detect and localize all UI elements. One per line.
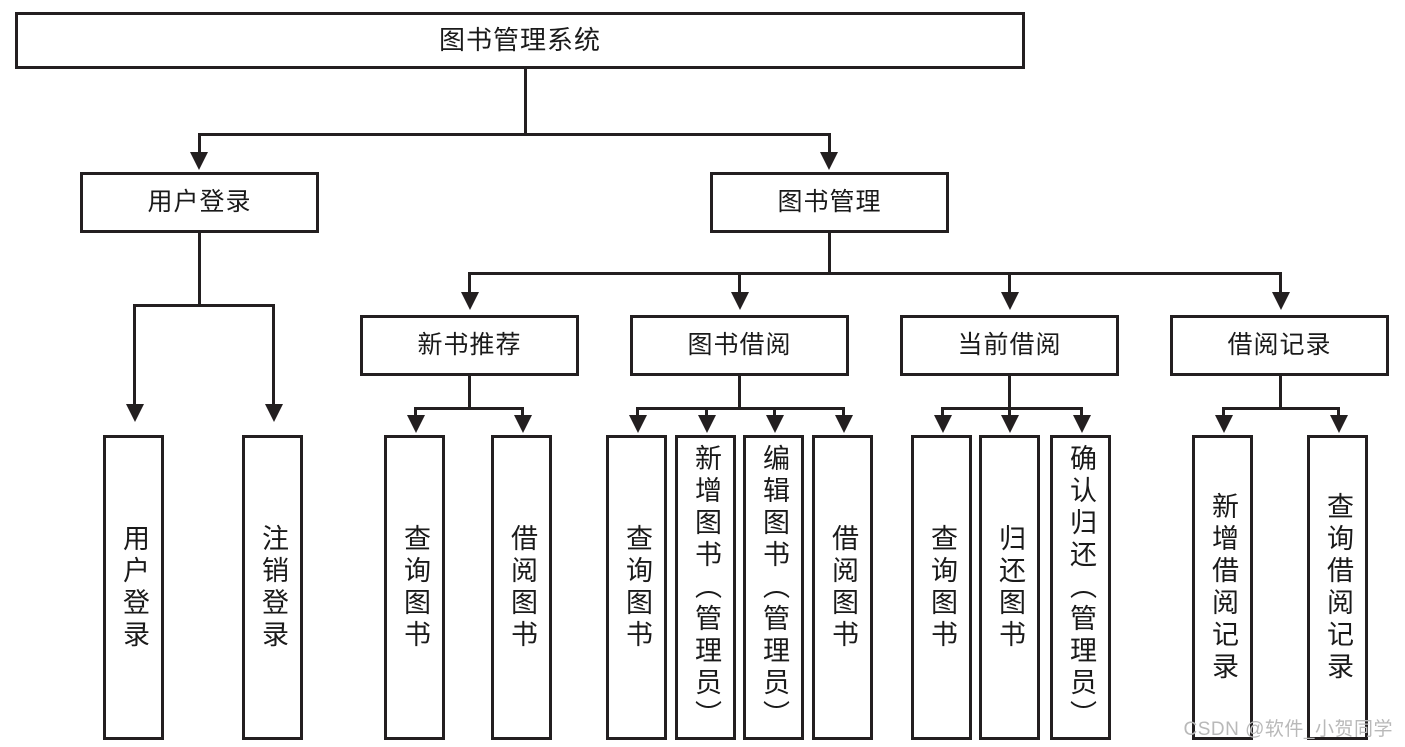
- node-label: 注销登录: [258, 523, 288, 652]
- node-root-system[interactable]: 图书管理系统: [15, 12, 1025, 69]
- arrow-to-leaf-query-record: [1330, 415, 1348, 433]
- connector-book-drop-1: [468, 272, 471, 297]
- connector-borrow-bus: [636, 407, 845, 410]
- leaf-query-book-newbook[interactable]: 查询图书: [384, 435, 445, 740]
- leaf-add-book-admin[interactable]: 新增图书（管理员）: [675, 435, 736, 740]
- arrow-to-leaf-borrow-book-1: [514, 415, 532, 433]
- node-label: 图书管理系统: [438, 24, 601, 55]
- connector-borrow-drop-1: [636, 407, 639, 419]
- connector-record-drop-2: [1337, 407, 1340, 419]
- leaf-add-borrow-record[interactable]: 新增借阅记录: [1192, 435, 1253, 740]
- connector-root-stem: [524, 69, 527, 135]
- connector-current-drop-2: [1008, 407, 1011, 419]
- leaf-logout[interactable]: 注销登录: [242, 435, 303, 740]
- connector-current-bus: [941, 407, 1083, 410]
- node-book-borrow[interactable]: 图书借阅: [630, 315, 849, 376]
- node-label: 编辑图书（管理员）: [759, 444, 789, 732]
- node-label: 借阅记录: [1227, 331, 1332, 360]
- arrow-to-leaf-return-book: [1001, 415, 1019, 433]
- arrow-to-leaf-query-book-3: [934, 415, 952, 433]
- node-label: 查询图书: [622, 523, 652, 652]
- leaf-user-login[interactable]: 用户登录: [103, 435, 164, 740]
- connector-borrow-drop-3: [773, 407, 776, 419]
- node-user-login[interactable]: 用户登录: [80, 172, 319, 233]
- arrow-to-new-book: [461, 292, 479, 310]
- node-label: 借阅图书: [507, 523, 537, 652]
- leaf-query-book-current[interactable]: 查询图书: [911, 435, 972, 740]
- connector-user-drop-1: [133, 304, 136, 408]
- node-current-borrow[interactable]: 当前借阅: [900, 315, 1119, 376]
- connector-newbook-drop-1: [414, 407, 417, 419]
- connector-current-drop-1: [941, 407, 944, 419]
- node-label: 查询借阅记录: [1323, 491, 1353, 684]
- node-label: 用户登录: [147, 188, 252, 217]
- arrow-to-current-borrow: [1001, 292, 1019, 310]
- connector-newbook-drop-2: [521, 407, 524, 419]
- node-book-management[interactable]: 图书管理: [710, 172, 949, 233]
- leaf-query-book-borrow[interactable]: 查询图书: [606, 435, 667, 740]
- arrow-to-leaf-borrow-book-2: [835, 415, 853, 433]
- node-label: 当前借阅: [957, 331, 1062, 360]
- connector-record-stem: [1279, 376, 1282, 409]
- connector-book-stem: [828, 233, 831, 275]
- connector-user-bus: [133, 304, 275, 307]
- connector-root-drop-2: [828, 133, 831, 157]
- connector-borrow-drop-2: [705, 407, 708, 419]
- connector-newbook-stem: [468, 376, 471, 409]
- node-label: 用户登录: [119, 523, 149, 652]
- connector-root-bus: [198, 133, 830, 136]
- arrow-to-leaf-query-book-2: [629, 415, 647, 433]
- arrow-to-leaf-user-login: [126, 404, 144, 422]
- arrow-to-borrow-record: [1272, 292, 1290, 310]
- connector-record-drop-1: [1222, 407, 1225, 419]
- connector-book-drop-3: [1008, 272, 1011, 297]
- arrow-to-user-login: [190, 152, 208, 170]
- connector-newbook-bus: [414, 407, 524, 410]
- leaf-borrow-book-borrow[interactable]: 借阅图书: [812, 435, 873, 740]
- leaf-confirm-return-admin[interactable]: 确认归还（管理员）: [1050, 435, 1111, 740]
- connector-borrow-stem: [738, 376, 741, 409]
- arrow-to-leaf-query-book-1: [407, 415, 425, 433]
- connector-current-stem: [1008, 376, 1011, 409]
- node-label: 确认归还（管理员）: [1066, 444, 1096, 732]
- node-label: 图书借阅: [687, 331, 792, 360]
- leaf-edit-book-admin[interactable]: 编辑图书（管理员）: [743, 435, 804, 740]
- node-label: 新增图书（管理员）: [691, 444, 721, 732]
- node-new-book-recommend[interactable]: 新书推荐: [360, 315, 579, 376]
- arrow-to-book-borrow: [731, 292, 749, 310]
- arrow-to-leaf-logout: [265, 404, 283, 422]
- connector-borrow-drop-4: [842, 407, 845, 419]
- connector-book-drop-2: [738, 272, 741, 297]
- node-label: 归还图书: [995, 523, 1025, 652]
- node-borrow-record[interactable]: 借阅记录: [1170, 315, 1389, 376]
- node-label: 借阅图书: [828, 523, 858, 652]
- leaf-query-borrow-record[interactable]: 查询借阅记录: [1307, 435, 1368, 740]
- arrow-to-leaf-add-book: [698, 415, 716, 433]
- arrow-to-book-manage: [820, 152, 838, 170]
- arrow-to-leaf-edit-book: [766, 415, 784, 433]
- node-label: 新书推荐: [417, 331, 522, 360]
- connector-book-drop-4: [1279, 272, 1282, 297]
- arrow-to-leaf-confirm-return: [1073, 415, 1091, 433]
- node-label: 新增借阅记录: [1208, 491, 1238, 684]
- connector-record-bus: [1222, 407, 1340, 410]
- node-label: 图书管理: [777, 188, 882, 217]
- connector-user-drop-2: [272, 304, 275, 408]
- connector-user-stem: [198, 233, 201, 306]
- connector-book-bus: [468, 272, 1282, 275]
- connector-current-drop-3: [1080, 407, 1083, 419]
- connector-root-drop-1: [198, 133, 201, 157]
- node-label: 查询图书: [927, 523, 957, 652]
- leaf-borrow-book-newbook[interactable]: 借阅图书: [491, 435, 552, 740]
- leaf-return-book[interactable]: 归还图书: [979, 435, 1040, 740]
- arrow-to-leaf-add-record: [1215, 415, 1233, 433]
- node-label: 查询图书: [400, 523, 430, 652]
